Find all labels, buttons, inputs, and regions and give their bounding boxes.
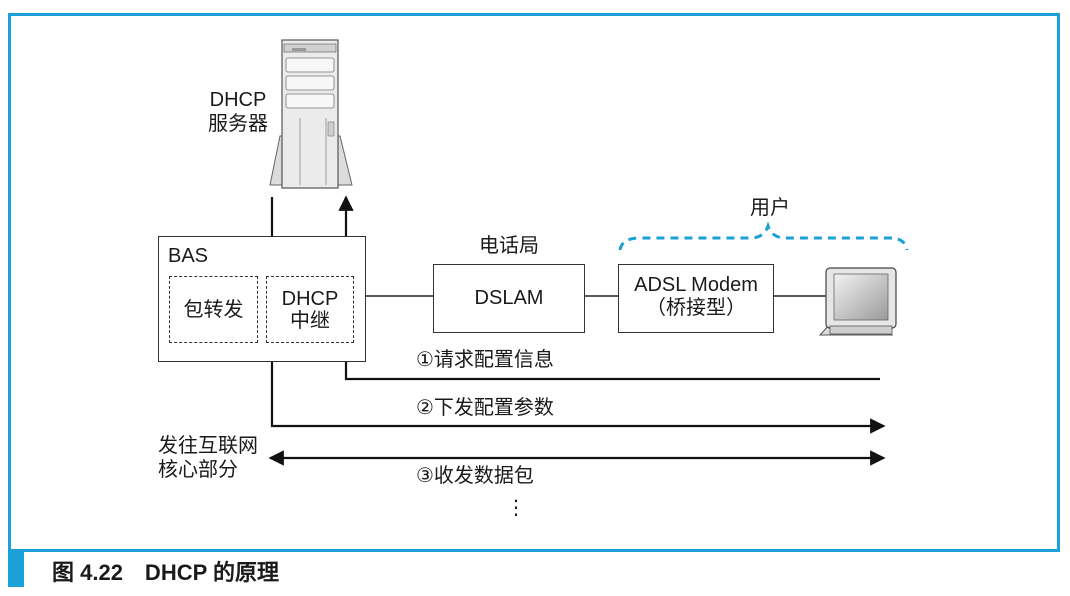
dhcp-relay-line1: DHCP [281,288,339,310]
continuation-ellipsis: ⋮ [506,497,526,519]
step3-label: ③收发数据包 [416,465,534,487]
server-label: DHCP 服务器 [196,88,280,136]
packet-forward-box [169,276,258,343]
dslam-label: DSLAM [474,287,544,309]
office-label: 电话局 [479,235,539,257]
server-label-line2: 服务器 [208,113,268,135]
modem-label-line1: ADSL Modem [634,274,758,296]
user-label: 用户 [750,197,790,219]
modem-box [618,264,774,333]
computer-icon [818,267,897,336]
server-icon [269,39,353,189]
step1-label: ①请求配置信息 [416,349,554,371]
dslam-box [433,264,585,333]
figure-frame [8,13,1060,552]
server-label-line1: DHCP [209,89,267,111]
bas-title: BAS [168,245,209,267]
step2-label: ②下发配置参数 [416,397,554,419]
dhcp-relay-box [266,276,354,343]
dhcp-relay-label: DHCP 中继 [266,288,354,332]
caption-accent-bar [8,549,24,587]
modem-label-line2: （桥接型） [646,297,746,319]
dhcp-relay-line2: 中继 [290,310,330,332]
user-brace [618,221,909,251]
figure-caption: 图 4.22 DHCP 的原理 [52,560,279,585]
internet-label: 发往互联网 核心部分 [158,434,258,482]
internet-label-line2: 核心部分 [158,459,238,481]
bas-box [158,236,366,362]
modem-label: ADSL Modem （桥接型） [618,274,774,320]
internet-label-line1: 发往互联网 [158,435,258,457]
packet-forward-label: 包转发 [183,299,244,321]
